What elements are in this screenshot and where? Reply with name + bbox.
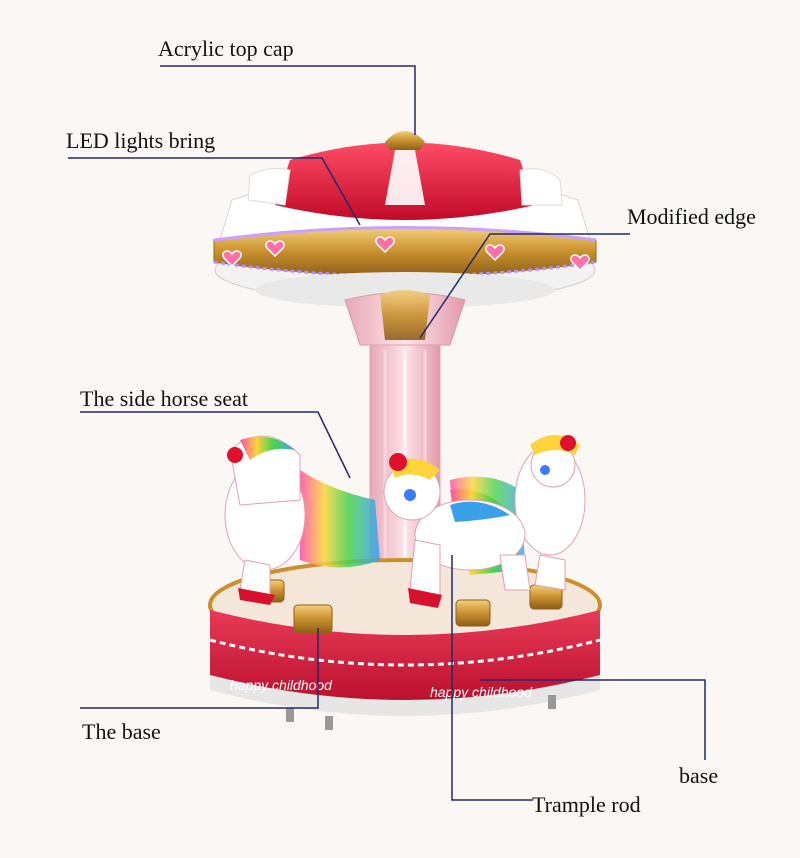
leader-base <box>480 679 706 760</box>
label-base: base <box>679 763 719 788</box>
label-the-base: The base <box>82 719 161 744</box>
base-text-left: happy childhood <box>230 677 333 693</box>
leader-side-horse-seat <box>80 411 351 479</box>
label-trample-rod: Trample rod <box>532 792 641 817</box>
trample-pedestals <box>253 579 563 634</box>
label-side-horse-seat: The side horse seat <box>80 386 248 411</box>
leader-modified-edge <box>419 233 630 339</box>
horse-center <box>383 453 531 608</box>
canopy <box>213 131 597 308</box>
horse-left <box>224 435 380 605</box>
leader-acrylic-top-cap <box>160 65 416 135</box>
leader-led-lights <box>68 157 361 226</box>
label-modified-edge: Modified edge <box>627 204 756 229</box>
label-acrylic-top-cap: Acrylic top cap <box>158 36 294 61</box>
leader-trample-rod <box>451 555 532 801</box>
base-feet <box>286 695 556 730</box>
label-led-lights: LED lights bring <box>66 128 216 153</box>
heart-light-icons <box>222 236 590 272</box>
leader-the-base <box>80 628 319 709</box>
base-text-right: happy childhood <box>430 684 533 700</box>
leader-lines <box>68 65 706 801</box>
crown-finial <box>385 131 425 150</box>
